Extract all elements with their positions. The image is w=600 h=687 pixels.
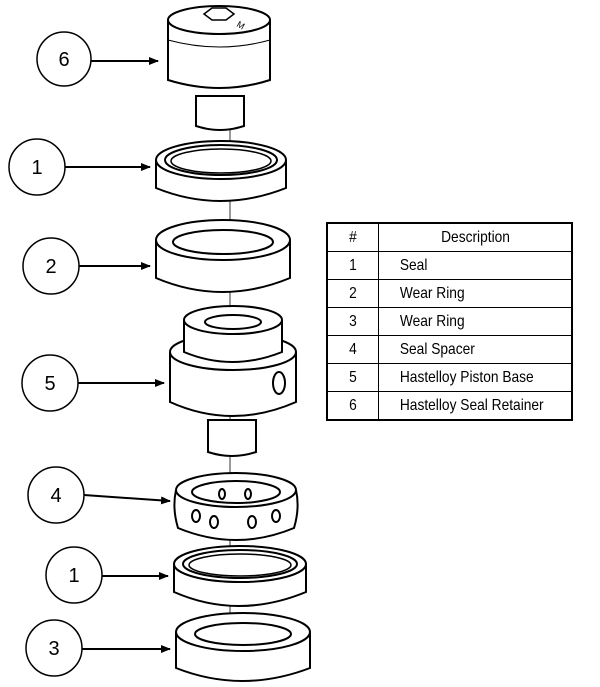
table-cell-number: 1 (330, 251, 376, 280)
table-cell-description: Hastelloy Seal Retainer (391, 391, 559, 421)
part-wear-ring-upper (155, 219, 291, 293)
callout-1-upper: 1 (8, 138, 151, 196)
table-row: 6 Hastelloy Seal Retainer (327, 391, 572, 421)
svg-text:M: M (235, 19, 246, 31)
callout-4: 4 (27, 466, 171, 524)
table-cell-number: 2 (330, 279, 376, 308)
part-seal-upper (155, 140, 287, 202)
callout-2: 2 (22, 237, 151, 295)
table-cell-number: 4 (330, 335, 376, 364)
parts-table: # Description 1 Seal 2 Wear Ring 3 Wear … (326, 222, 573, 421)
callout-1-lower: 1 (45, 546, 169, 604)
callout-5-label: 5 (44, 373, 55, 395)
table-row: 1 Seal (327, 251, 572, 280)
part-seal-spacer (173, 472, 299, 541)
table-header-description: Description (391, 222, 559, 252)
table-cell-number: 6 (330, 391, 376, 421)
table-cell-number: 5 (330, 363, 376, 392)
callout-6-top-label: 6 (58, 49, 69, 71)
callout-1-lower-label: 1 (68, 565, 79, 587)
callout-3: 3 (25, 619, 171, 677)
table-row: 2 Wear Ring (327, 279, 572, 308)
table-cell-description: Wear Ring (391, 279, 559, 308)
callout-1-upper-label: 1 (31, 157, 42, 179)
table-header-row: # Description (327, 222, 572, 252)
table-row: 3 Wear Ring (327, 307, 572, 336)
table-row: 5 Hastelloy Piston Base (327, 363, 572, 392)
callout-4-label: 4 (50, 485, 61, 507)
table-cell-description: Seal (391, 251, 559, 280)
table-cell-description: Seal Spacer (391, 335, 559, 364)
callout-2-label: 2 (45, 256, 56, 278)
part-wear-ring-lower (175, 612, 311, 682)
table-header-number: # (330, 222, 376, 252)
table-cell-description: Hastelloy Piston Base (391, 363, 559, 392)
table-row: 4 Seal Spacer (327, 335, 572, 364)
part-piston-base (169, 305, 297, 457)
part-seal-retainer: M (167, 5, 271, 131)
part-seal-lower (173, 545, 307, 607)
callout-6-top: 6 (36, 31, 159, 87)
table-cell-description: Wear Ring (391, 307, 559, 336)
callout-3-label: 3 (48, 638, 59, 660)
table-cell-number: 3 (330, 307, 376, 336)
callout-5: 5 (21, 354, 165, 412)
